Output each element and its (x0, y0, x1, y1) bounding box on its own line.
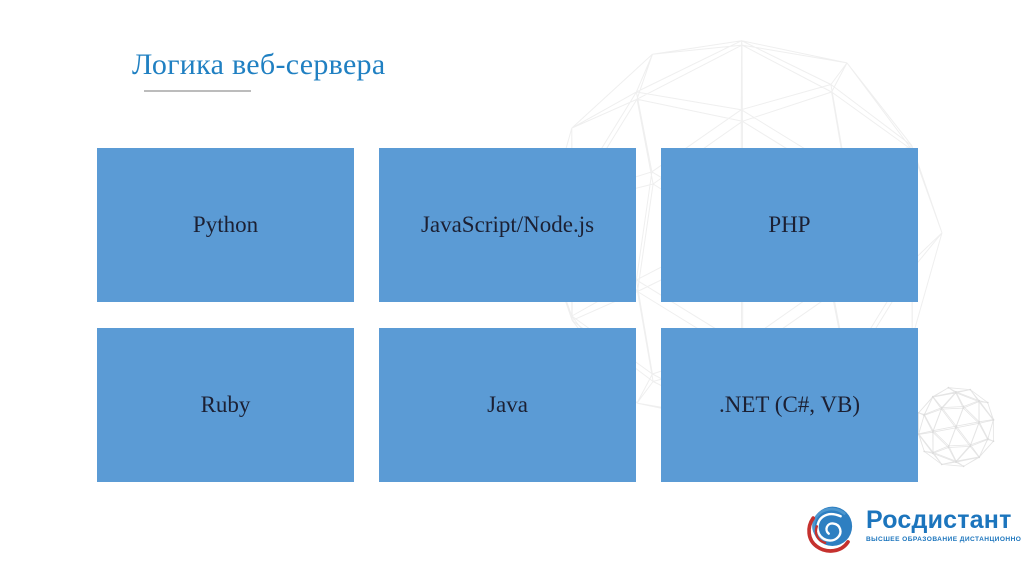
logo-tagline: ВЫСШЕЕ ОБРАЗОВАНИЕ ДИСТАНЦИОННО (866, 536, 1022, 543)
language-box-python: Python (97, 148, 354, 302)
slide-title: Логика веб-сервера (132, 48, 386, 81)
box-label: Ruby (200, 392, 251, 417)
language-box-php: PHP (661, 148, 918, 302)
language-box-java: Java (379, 328, 636, 482)
globe-swirl-icon (807, 506, 853, 553)
box-label: .NET (C#, VB) (719, 392, 860, 417)
box-label: PHP (768, 212, 811, 237)
rosdistant-logo: Росдистант ВЫСШЕЕ ОБРАЗОВАНИЕ ДИСТАНЦИОН… (804, 501, 1021, 559)
logo-text-block: Росдистант ВЫСШЕЕ ОБРАЗОВАНИЕ ДИСТАНЦИОН… (866, 501, 1022, 544)
box-label: Python (192, 212, 259, 237)
logo-name: Росдистант (866, 506, 1012, 534)
title-underline (144, 90, 251, 92)
language-box-dotnet: .NET (C#, VB) (661, 328, 918, 482)
box-label: Java (487, 392, 528, 417)
language-box-javascript-nodejs: JavaScript/Node.js (379, 148, 636, 302)
box-label: JavaScript/Node.js (420, 212, 595, 237)
language-box-ruby: Ruby (97, 328, 354, 482)
